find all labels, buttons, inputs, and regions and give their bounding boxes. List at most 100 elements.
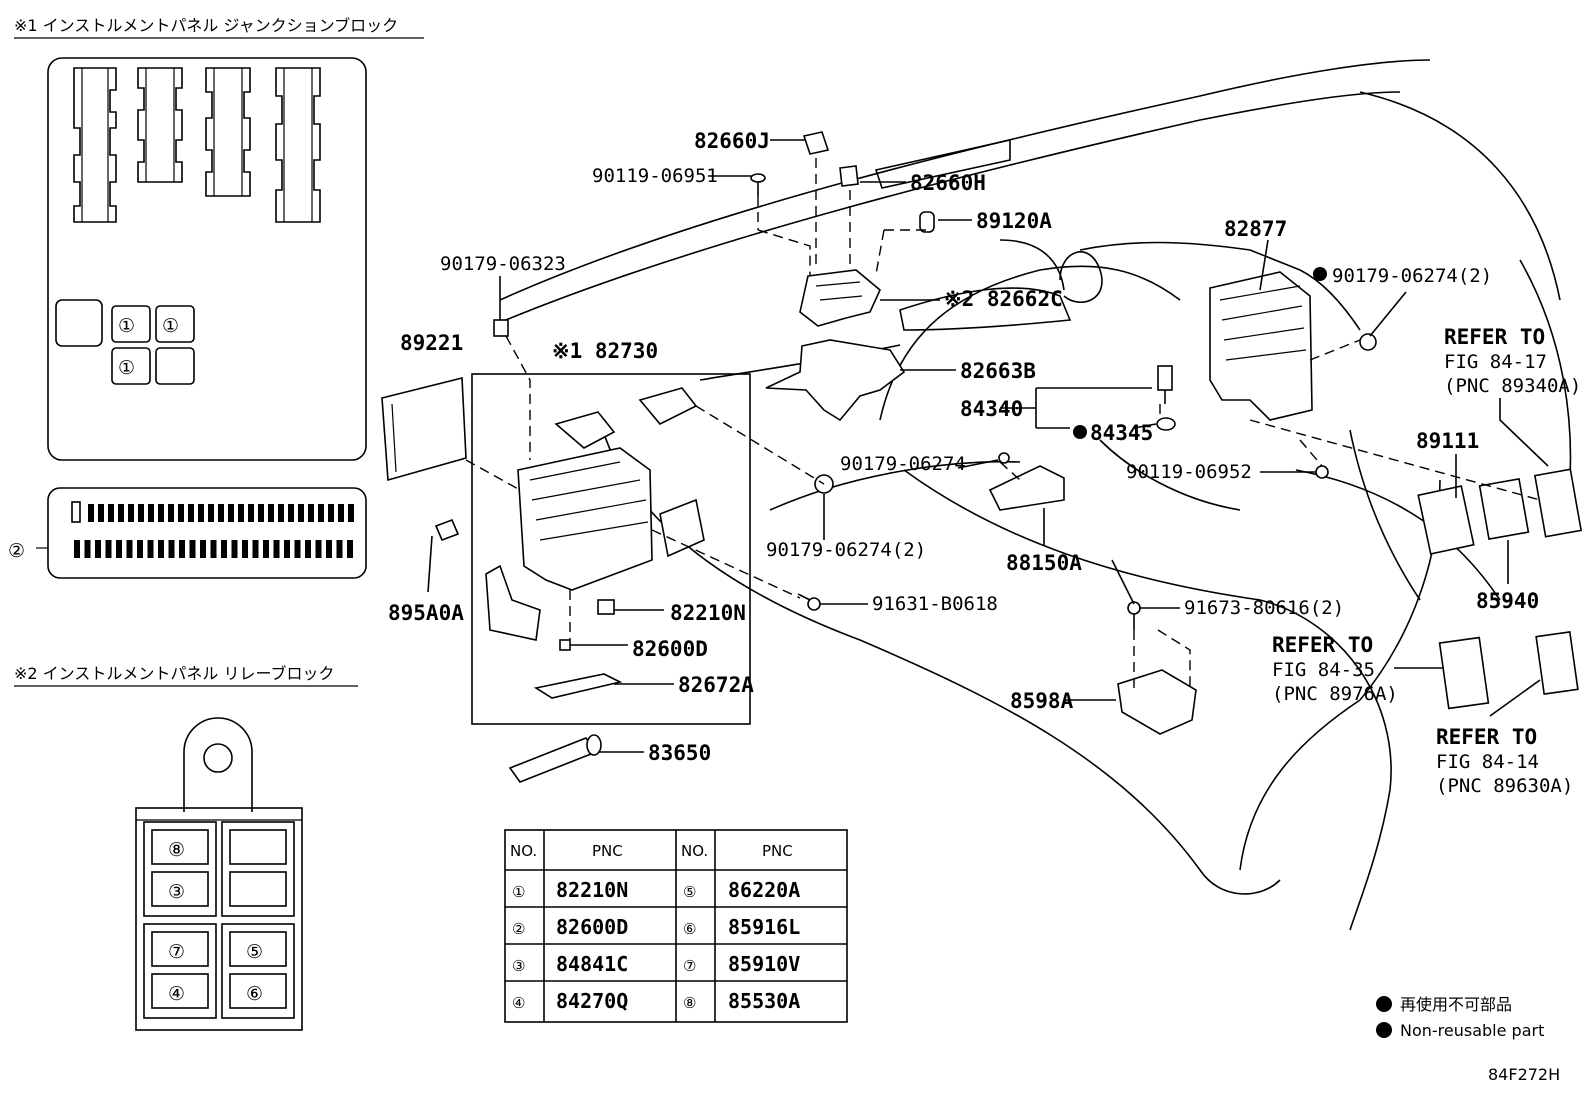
connector-pin [228,504,234,522]
part-82672A [533,673,623,699]
connector-pin [242,540,248,558]
table-row2-pnc-b: 85916L [728,915,800,939]
label-90119-06951: 90119-06951 [592,165,718,187]
connector-pin [294,540,301,558]
table-row4-pnc-b: 85530A [728,989,800,1013]
connector-pin [74,540,80,558]
reference-89630A: REFER TO FIG 84-14 (PNC 89630A) [1436,725,1573,797]
part-nut-90179-06274-top [1359,333,1377,351]
part-82730-body [485,387,705,641]
connector-pin [318,504,324,522]
label-90179-06274: 90179-06274 [840,453,966,475]
table-row4-pnc-a: 84270Q [556,989,628,1013]
connector-pin [347,540,353,558]
connector-pin [138,504,144,522]
relay-marker-4: ④ [168,983,185,1005]
table-row1-no-a: ① [512,883,525,901]
connector-pin [158,540,164,558]
reference-89340A: REFER TO FIG 84-17 (PNC 89340A) [1444,325,1581,397]
connector-pin [278,504,284,522]
legend-dot-jp [1376,996,1392,1012]
label-895A0A: 895A0A [388,601,464,625]
connector-pin [179,540,185,558]
connector-pin [252,540,259,558]
table-row1-pnc-b: 86220A [728,878,800,902]
ref-8976A-line1: REFER TO [1272,633,1373,657]
connector-pin [126,540,133,558]
label-82663B: 82663B [960,359,1036,383]
connector-pin [105,540,112,558]
part-89221 [381,376,467,482]
junction-block-top-view: ① ① ① [47,57,367,461]
non-reusable-dot-top [1313,267,1327,281]
table-row2-no-a: ② [512,920,525,938]
part-bolt-91673-80616 [1127,601,1141,630]
label-89221: 89221 [400,331,463,355]
label-82660H: 82660H [910,171,986,195]
part-module-8976A [1438,636,1490,710]
table-row3-pnc-a: 84841C [556,952,628,976]
label-82210N: 82210N [670,601,746,625]
part-82210N [597,599,615,615]
pnc-table: NO. PNC NO. PNC ① 82210N ⑤ 86220A ② 8260… [504,829,848,1023]
relay-block-view: ⑧ ③ ⑦ ④ ⑤ ⑥ [135,717,303,1031]
connector-pin [198,504,204,522]
connector-pin [268,504,274,522]
label-88150A: 88150A [1006,551,1082,575]
label-90179-06274-2-mid: 90179-06274(2) [766,539,926,561]
connector-pin [288,504,294,522]
ref-89340A-line3: (PNC 89340A) [1444,375,1581,397]
label-91673-80616-2: 91673-80616(2) [1184,597,1344,619]
connector-pin [168,504,174,522]
connector-pin [158,504,164,522]
ref-89340A-line2: FIG 84-17 [1444,351,1547,373]
table-row3-pnc-b: 85910V [728,952,800,976]
connector-pin [108,504,114,522]
assembly-lines [465,158,1541,690]
connector-pin [95,540,101,558]
connector-pin [305,540,311,558]
label-82662C: ※2 82662C [944,287,1063,311]
marker-1b: ① [162,315,179,337]
part-82660H [839,165,859,187]
table-header-no-a: NO. [510,842,537,860]
connector-pin [84,540,91,558]
part-88150A [988,465,1065,511]
table-header-no-b: NO. [681,842,708,860]
part-85940 [1478,478,1530,540]
part-82600D [559,639,571,651]
connector-pin [348,504,354,522]
relay-marker-5: ⑤ [246,941,263,963]
connector-pin [148,504,154,522]
connector-pin [168,540,175,558]
label-8598A: 8598A [1010,689,1074,713]
marker-2-side: ② [8,540,25,562]
connector-pin [263,540,269,558]
legend: 再使用不可部品 Non-reusable part [1376,995,1544,1040]
label-82600D: 82600D [632,637,708,661]
table-row3-no-b: ⑦ [683,957,696,975]
part-82663B [765,339,906,422]
legend-en-text: Non-reusable part [1400,1021,1544,1040]
connector-pin [88,504,94,522]
ref-8976A-line2: FIG 84-35 [1272,659,1375,681]
table-row4-no-b: ⑧ [683,994,696,1012]
label-90119-06952: 90119-06952 [1126,461,1252,483]
connector-pin [98,504,104,522]
connector-pin [315,540,322,558]
part-nut-90179-06274 [998,452,1010,464]
part-screw-90119-06952 [1315,465,1329,479]
connector-pin [118,504,124,522]
reference-8976A: REFER TO FIG 84-35 (PNC 8976A) [1272,633,1398,705]
table-row1-no-b: ⑤ [683,883,696,901]
junction-block-header: ※1 インストルメントパネル ジャンクションブロック [14,16,398,35]
marker-1c: ① [118,357,135,379]
label-91631-B0618: 91631-B0618 [872,593,998,615]
label-82660J: 82660J [694,129,770,153]
legend-dot-en [1376,1022,1392,1038]
part-82660J [802,131,830,155]
part-nut-90179-06323 [493,319,509,337]
part-89111 [1417,485,1475,555]
leader-lines [427,139,1549,753]
connector-pin [116,540,122,558]
